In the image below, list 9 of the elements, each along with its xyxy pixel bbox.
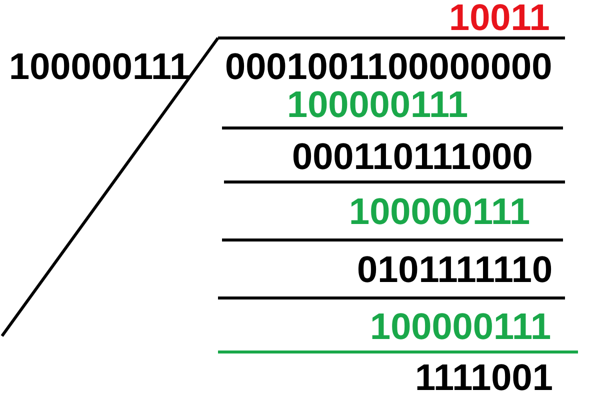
- subtrahend-number: 100000111: [287, 85, 468, 125]
- quotient-number: 10011: [449, 0, 550, 38]
- remainder-step-number: 000110111000: [292, 137, 533, 177]
- divisor-number: 100000111: [9, 47, 190, 87]
- remainder-number: 1111001: [415, 358, 553, 398]
- subtrahend-number: 100000111: [370, 307, 552, 347]
- remainder-step-number: 0101111110: [357, 250, 553, 290]
- dividend-number: 0001001100000000: [225, 47, 552, 87]
- subtrahend-number: 100000111: [349, 192, 530, 232]
